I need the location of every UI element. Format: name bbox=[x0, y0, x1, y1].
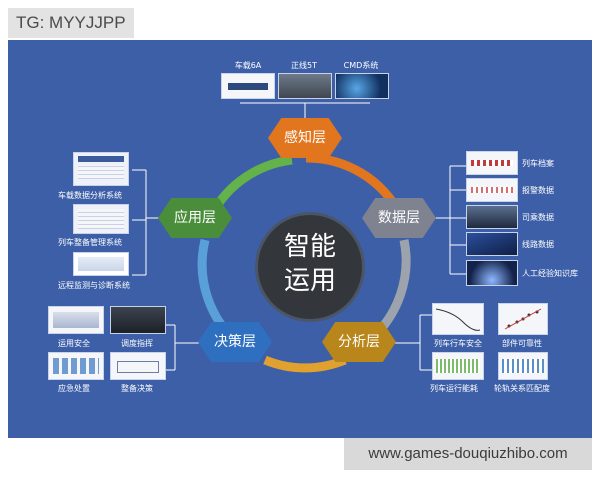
data-layer-hexagon: 数据层 bbox=[362, 198, 436, 238]
decision-layer-hexagon: 决策层 bbox=[198, 322, 272, 362]
data-layer-label: 数据层 bbox=[378, 210, 420, 226]
top-item-label: 正线5T bbox=[291, 61, 317, 70]
right-item-label: 线路数据 bbox=[522, 240, 554, 249]
top-left-watermark: TG: MYYJJPP bbox=[8, 8, 134, 38]
bottom-left-connector bbox=[160, 324, 200, 371]
train-maintenance-image bbox=[73, 204, 129, 234]
bottom-left-item-label: 应急处置 bbox=[58, 384, 90, 393]
ring-segment-analysis-decision bbox=[263, 355, 347, 373]
bottom-right-connector bbox=[388, 314, 432, 371]
component-reliability-chart-image bbox=[498, 303, 548, 335]
right-item-label: 列车档案 bbox=[522, 159, 554, 168]
expert-knowledge-image bbox=[466, 260, 518, 286]
onboard-6a-image bbox=[221, 73, 275, 99]
energy-consumption-chart-image bbox=[432, 352, 484, 380]
top-connector bbox=[240, 102, 370, 120]
bottom-right-item-label: 部件可靠性 bbox=[502, 339, 542, 348]
bottom-right-item-label: 列车运行能耗 bbox=[430, 384, 478, 393]
core-label-line2: 运用 bbox=[283, 266, 336, 296]
left-item-label: 列车整备管理系统 bbox=[58, 238, 122, 247]
operation-safety-image bbox=[48, 306, 104, 334]
line-data-image bbox=[466, 232, 518, 256]
crew-data-image bbox=[466, 205, 518, 229]
decision-layer-label: 决策层 bbox=[214, 334, 256, 350]
left-connector bbox=[132, 169, 160, 276]
safety-curve-icon bbox=[435, 308, 481, 331]
left-item-label: 远程监测与诊断系统 bbox=[58, 281, 130, 290]
scatter-icon bbox=[504, 308, 542, 330]
right-item-label: 人工经验知识库 bbox=[522, 269, 578, 278]
bottom-left-item-label: 调度指挥 bbox=[121, 339, 153, 348]
mainline-5t-image bbox=[278, 73, 332, 99]
application-layer-label: 应用层 bbox=[174, 210, 216, 226]
right-connector bbox=[435, 165, 466, 275]
right-item-label: 司乘数据 bbox=[522, 213, 554, 222]
ring-segment-application-perception bbox=[208, 155, 293, 217]
top-item-label: CMD系统 bbox=[343, 61, 379, 70]
core-label-line1: 智能 bbox=[283, 232, 336, 262]
analysis-layer-label: 分析层 bbox=[338, 334, 380, 350]
bottom-right-watermark: www.games-douqiuzhibo.com bbox=[344, 438, 592, 470]
bottom-right-item-label: 列车行车安全 bbox=[434, 339, 482, 348]
application-layer-hexagon: 应用层 bbox=[158, 198, 232, 238]
bottom-left-item-label: 运用安全 bbox=[58, 339, 90, 348]
dispatch-command-image bbox=[110, 306, 166, 334]
left-item-label: 车载数据分析系统 bbox=[58, 191, 122, 200]
bottom-left-item-label: 整备决策 bbox=[121, 384, 153, 393]
cmd-system-image bbox=[335, 73, 389, 99]
wheel-rail-chart-image bbox=[498, 352, 548, 380]
top-item-label: 车载6A bbox=[234, 61, 262, 70]
bottom-right-item-label: 轮轨关系匹配度 bbox=[494, 384, 550, 393]
alarm-data-image bbox=[466, 178, 518, 202]
perception-layer-hexagon: 感知层 bbox=[268, 118, 342, 158]
train-archive-image bbox=[466, 151, 518, 175]
train-safety-chart-image bbox=[432, 303, 484, 335]
perception-layer-label: 感知层 bbox=[284, 130, 326, 146]
onboard-data-analysis-image bbox=[73, 152, 129, 186]
maintenance-decision-image bbox=[110, 352, 166, 380]
analysis-layer-hexagon: 分析层 bbox=[322, 322, 396, 362]
right-item-label: 报警数据 bbox=[522, 186, 554, 195]
remote-monitoring-image bbox=[73, 252, 129, 276]
intelligent-application-core: 智能 运用 bbox=[255, 212, 365, 322]
emergency-handling-image bbox=[48, 352, 104, 380]
